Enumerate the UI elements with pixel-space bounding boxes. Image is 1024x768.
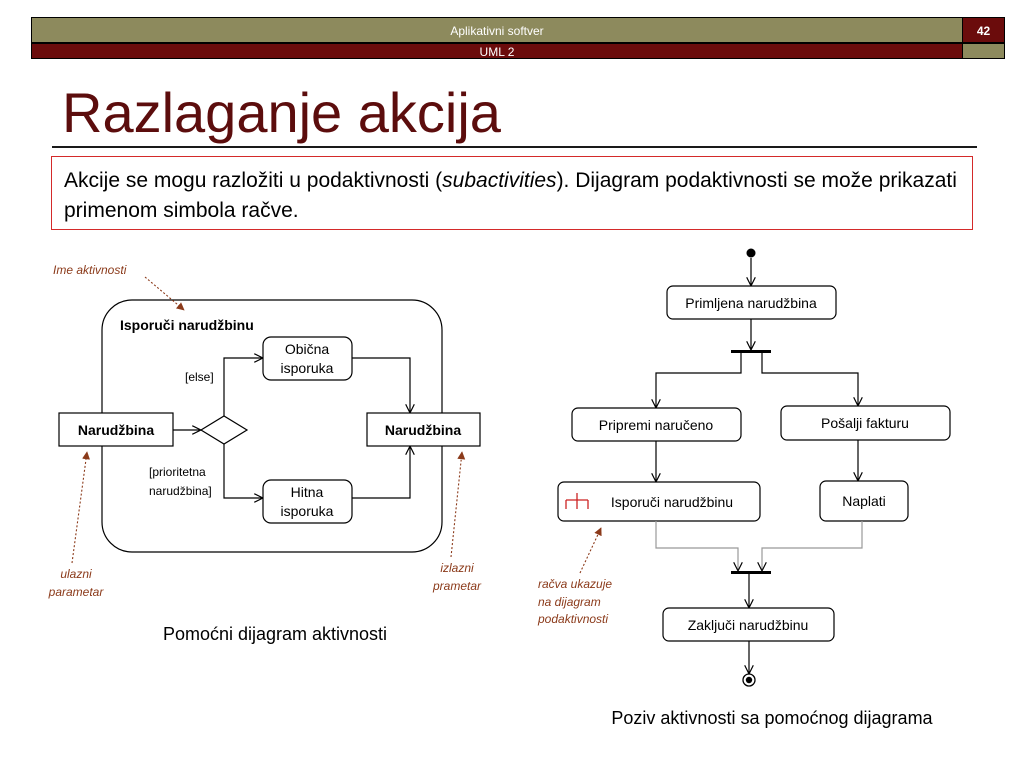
final-node-dot — [745, 676, 753, 684]
calling-activity-diagram: Primljena narudžbina Pripremi naručeno P… — [537, 248, 951, 728]
action-express-delivery-line1: Hitna — [291, 484, 324, 500]
edge-regular-to-output — [352, 357, 410, 412]
right-caption: Poziv aktivnosti sa pomoćnog dijagrama — [611, 708, 933, 728]
edge-deliver-to-join — [655, 521, 738, 570]
action-regular-delivery-line2: isporuka — [281, 360, 334, 376]
guard-priority-line1: [prioritetna — [149, 465, 206, 479]
edge-charge-to-join — [762, 521, 863, 570]
right-flow-edges — [655, 258, 863, 673]
action-send-invoice — [780, 405, 951, 441]
action-deliver — [557, 481, 761, 522]
action-prepare-label: Pripremi naručeno — [599, 417, 714, 433]
note-rake-line1: račva ukazuje — [538, 577, 612, 591]
edge-decision-to-regular — [223, 358, 262, 416]
page-number: 42 — [976, 24, 991, 38]
action-express-delivery — [262, 479, 353, 524]
action-regular-delivery-line1: Obična — [285, 341, 330, 357]
action-express-delivery-line2: isporuka — [281, 503, 334, 519]
note-rake-line2: na dijagram — [538, 595, 601, 609]
annotation-notes — [71, 276, 466, 564]
guard-priority-line2: narudžbina] — [149, 484, 212, 498]
note-pointer-activity-name — [144, 276, 185, 311]
decision-node — [199, 415, 249, 445]
edge-decision-to-express — [223, 444, 262, 498]
section-bar-cell — [962, 44, 1004, 58]
input-parameter-label: Narudžbina — [78, 422, 154, 438]
note-input-line2: parametar — [48, 585, 105, 599]
subactivity-diagram: Isporuči narudžbinu Narudžbina Narudžbin… — [48, 263, 482, 644]
left-caption: Pomoćni dijagram aktivnosti — [163, 624, 387, 644]
activity-name: Isporuči narudžbinu — [120, 317, 254, 333]
header-bar: Aplikativni softver 42 — [31, 17, 1005, 43]
page-number-cell: 42 — [962, 18, 1004, 42]
intro-box: Akcije se mogu razložiti u podaktivnosti… — [51, 156, 973, 230]
note-input-line1: ulazni — [60, 567, 92, 581]
intro-text-start: Akcije se mogu razložiti u podaktivnosti… — [64, 169, 443, 192]
output-parameter-node — [366, 412, 481, 447]
note-pointer-output — [450, 451, 466, 558]
slide-title: Razlaganje akcija — [62, 81, 501, 144]
edge-fork-to-invoice — [761, 353, 858, 405]
flow-edges — [173, 358, 410, 498]
title-divider — [52, 146, 977, 148]
note-output-line2: prametar — [432, 579, 482, 593]
edge-express-to-output — [352, 447, 410, 499]
output-parameter-label: Narudžbina — [385, 422, 461, 438]
edge-fork-to-prepare — [656, 353, 742, 407]
action-close-label: Zaključi narudžbinu — [688, 617, 809, 633]
note-pointer-input — [71, 451, 90, 564]
action-received-label: Primljena narudžbina — [685, 295, 817, 311]
initial-node — [746, 248, 756, 258]
section-title: UML 2 — [479, 45, 515, 59]
course-title: Aplikativni softver — [450, 24, 544, 38]
join-bar — [731, 571, 771, 574]
fork-bar — [731, 350, 771, 353]
action-send-invoice-label: Pošalji fakturu — [821, 415, 909, 431]
rake-icon — [565, 493, 589, 509]
action-charge-label: Naplati — [842, 493, 886, 509]
action-charge — [819, 480, 909, 522]
note-output-line1: izlazni — [440, 561, 474, 575]
note-pointer-rake — [579, 527, 602, 574]
note-rake-line3: podaktivnosti — [537, 612, 608, 626]
section-bar: UML 2 — [31, 43, 1005, 59]
intro-text-end: ). Dijagram podaktivnosti se može prikaz… — [64, 169, 957, 222]
note-activity-name: Ime aktivnosti — [53, 263, 127, 277]
action-deliver-label: Isporuči narudžbinu — [611, 494, 733, 510]
guard-else: [else] — [185, 370, 214, 384]
input-parameter-node — [58, 412, 174, 447]
intro-term: subactivities — [442, 169, 557, 192]
